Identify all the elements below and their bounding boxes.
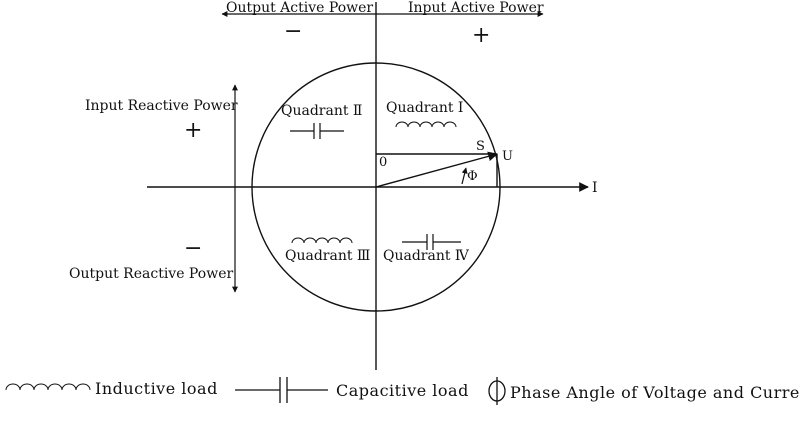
legend-capacitive-label: Capacitive load [336, 381, 469, 400]
input-reactive-power-label: Input Reactive Power [85, 98, 238, 114]
phi-label: Φ [467, 169, 478, 184]
top-minus-sign: − [284, 19, 302, 44]
power-circle [251, 62, 501, 312]
left-minus-sign: − [184, 236, 202, 261]
capacitor-icon [290, 123, 344, 139]
capacitor-icon [402, 234, 461, 250]
phase-angle-arc-arrow [461, 167, 468, 185]
inductor-coil-icon [395, 121, 457, 128]
input-active-power-label: Input Active Power [408, 0, 544, 16]
capacitor-icon [235, 377, 328, 403]
quadrant-3-label: Quadrant Ⅲ [285, 248, 370, 264]
current-axis-label: I [592, 180, 598, 196]
inductor-coil-icon [291, 237, 353, 244]
legend-phase-label: Phase Angle of Voltage and Current [510, 383, 800, 402]
legend-inductive-label: Inductive load [95, 379, 218, 398]
voltage-vector-arrow [375, 151, 498, 188]
phi-icon [488, 377, 506, 405]
quadrant-2-label: Quadrant Ⅱ [281, 103, 362, 119]
output-reactive-power-label: Output Reactive Power [69, 266, 233, 282]
output-active-power-label: Output Active Power [226, 0, 373, 16]
left-plus-sign: + [184, 118, 202, 143]
quadrant-1-label: Quadrant Ⅰ [386, 100, 463, 116]
inductor-coil-icon [5, 383, 91, 391]
origin-label: 0 [379, 155, 387, 170]
top-plus-sign: + [472, 23, 490, 48]
u-label: U [502, 149, 513, 164]
s-label: S [476, 139, 485, 154]
quadrant-4-label: Quadrant Ⅳ [383, 248, 470, 264]
